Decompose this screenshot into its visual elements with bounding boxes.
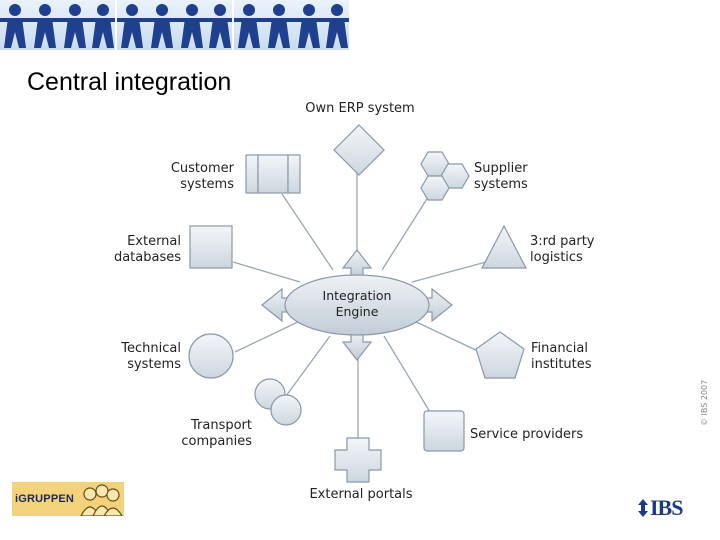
third-party-label-2: logistics xyxy=(530,250,583,265)
node-technical: Technical systems xyxy=(120,333,234,379)
line-external-db xyxy=(232,261,301,283)
copyright-notice: © IBS 2007 xyxy=(700,379,709,426)
header-banner xyxy=(0,0,350,50)
triangle-icon xyxy=(481,224,527,269)
node-customer: Customer systems xyxy=(171,154,301,194)
rectangle-icon xyxy=(245,154,259,194)
circle-icon xyxy=(270,394,302,426)
third-party-label-1: 3:rd party xyxy=(530,234,595,249)
node-erp: Own ERP system xyxy=(305,101,415,176)
engine-label-1: Integration xyxy=(323,288,392,303)
line-supplier xyxy=(381,193,431,271)
banner-image xyxy=(0,0,115,50)
rounded-square-icon xyxy=(423,410,465,452)
rectangle-icon xyxy=(287,154,301,194)
ibs-logo: IBS xyxy=(636,495,683,521)
arrow-down-icon xyxy=(341,331,373,361)
line-customer xyxy=(281,193,334,271)
ibs-mark-icon xyxy=(638,499,648,517)
line-financial xyxy=(411,319,481,353)
cross-icon xyxy=(334,437,382,483)
engine-label-2: Engine xyxy=(336,304,379,319)
financial-label-2: institutes xyxy=(531,357,592,372)
supplier-label-2: systems xyxy=(474,177,528,192)
hexagon-icon xyxy=(420,175,450,201)
banner-image xyxy=(117,0,232,50)
supplier-label-1: Supplier xyxy=(474,161,528,176)
external-db-label-1: External xyxy=(127,234,181,249)
customer-label-2: systems xyxy=(180,177,234,192)
node-portals: External portals xyxy=(309,437,413,502)
line-transport xyxy=(285,335,331,397)
arrow-up-icon xyxy=(341,249,373,279)
line-technical xyxy=(234,319,303,353)
page-title: Central integration xyxy=(27,68,232,96)
financial-label-1: Financial xyxy=(531,341,588,356)
transport-label-1: Transport xyxy=(190,418,252,433)
diamond-icon xyxy=(333,124,385,176)
technical-label-1: Technical xyxy=(120,341,181,356)
igruppen-logo: iGRUPPEN xyxy=(12,482,124,516)
people-group-icon xyxy=(80,484,123,516)
engine-ellipse xyxy=(284,274,430,336)
service-label: Service providers xyxy=(470,427,583,442)
integration-engine: Integration Engine xyxy=(261,249,453,361)
ibs-logo-text: IBS xyxy=(650,495,683,520)
external-db-label-2: databases xyxy=(114,250,181,265)
node-financial: Financial institutes xyxy=(475,331,592,379)
portals-label: External portals xyxy=(309,487,412,502)
igruppen-logo-text: iGRUPPEN xyxy=(15,493,75,505)
banner-image xyxy=(234,0,349,50)
node-transport: Transport companies xyxy=(181,378,302,449)
node-external-db: External databases xyxy=(114,225,233,269)
connection-lines xyxy=(232,170,487,440)
customer-label-1: Customer xyxy=(171,161,235,176)
erp-label: Own ERP system xyxy=(305,101,414,116)
rectangle-icon xyxy=(257,154,289,194)
transport-label-2: companies xyxy=(181,434,252,449)
square-icon xyxy=(189,225,233,269)
line-third-party xyxy=(411,261,487,283)
pentagon-icon xyxy=(475,331,525,379)
node-third-party: 3:rd party logistics xyxy=(481,224,595,269)
circle-icon xyxy=(188,333,234,379)
technical-label-2: systems xyxy=(127,357,181,372)
node-service: Service providers xyxy=(423,410,583,452)
node-supplier xyxy=(420,151,470,201)
line-service xyxy=(383,335,431,413)
